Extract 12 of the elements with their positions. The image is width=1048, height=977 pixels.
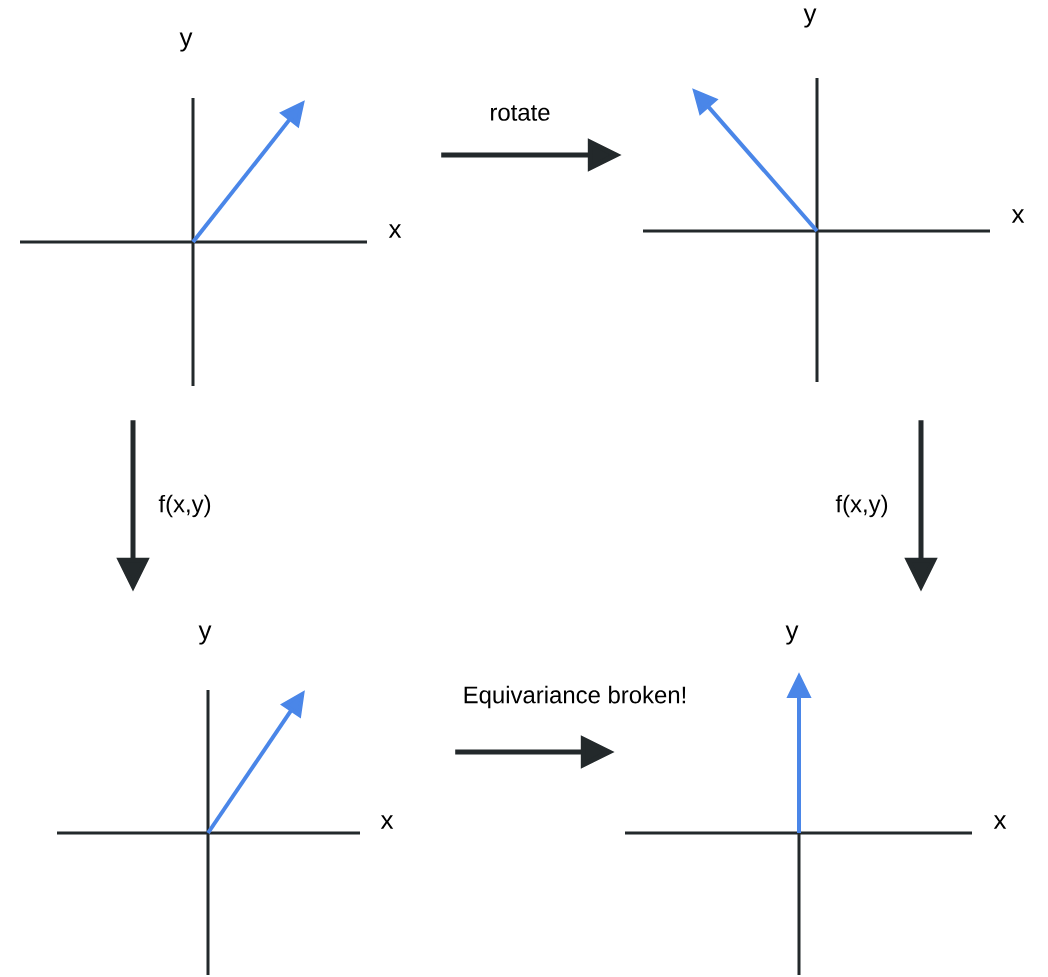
axis-label: y	[803, 8, 817, 28]
axis-label: x	[993, 815, 1007, 829]
axis-label: x	[1011, 209, 1025, 223]
axis-label: y	[785, 625, 799, 645]
edge-label: f(x,y)	[833, 492, 891, 520]
edge-label: f(x,y)	[156, 492, 214, 520]
axis-label: y	[179, 32, 193, 52]
edge-label: Equivariance broken!	[460, 683, 690, 711]
axis-label: y	[198, 625, 212, 645]
edge-label: rotate	[487, 103, 553, 123]
axis-label: x	[380, 815, 394, 829]
axis-label: x	[388, 224, 402, 238]
